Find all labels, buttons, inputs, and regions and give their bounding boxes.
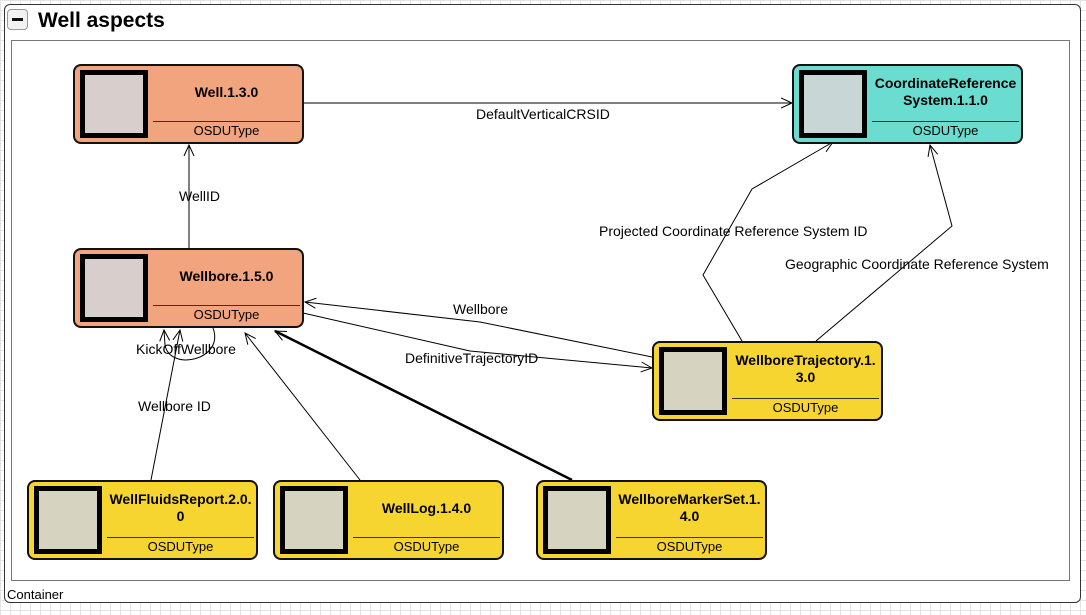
entity-image-icon bbox=[799, 70, 867, 138]
node-name: WellboreTrajectory.1.3.0 bbox=[735, 352, 876, 385]
node-wellbore[interactable]: Wellbore.1.5.0 OSDUType bbox=[73, 248, 304, 328]
edge-label-kickoff-wellbore: KickOffWellbore bbox=[136, 341, 236, 357]
node-name: WellFluidsReport.2.0.0 bbox=[109, 491, 252, 524]
divider bbox=[732, 398, 879, 399]
node-type: OSDUType bbox=[193, 307, 260, 322]
divider bbox=[107, 537, 254, 538]
divider bbox=[353, 537, 500, 538]
edge-label-default-vertical-crs: DefaultVerticalCRSID bbox=[476, 106, 610, 122]
divider bbox=[153, 305, 300, 306]
entity-image-icon bbox=[659, 347, 727, 415]
divider bbox=[153, 121, 300, 122]
node-wellbore-marker-set[interactable]: WellboreMarkerSet.1.4.0 OSDUType bbox=[536, 480, 767, 560]
minus-icon bbox=[12, 18, 23, 21]
edge-label-geographic-crs: Geographic Coordinate Reference System bbox=[785, 256, 1049, 272]
node-wellbore-trajectory[interactable]: WellboreTrajectory.1.3.0 OSDUType bbox=[652, 341, 883, 421]
node-type: OSDUType bbox=[772, 400, 839, 415]
edge-label-wellbore-id: Wellbore ID bbox=[138, 398, 211, 414]
node-well-fluids-report[interactable]: WellFluidsReport.2.0.0 OSDUType bbox=[27, 480, 258, 560]
entity-image-icon bbox=[280, 486, 348, 554]
edge-label-projected-crs: Projected Coordinate Reference System ID bbox=[599, 223, 868, 239]
container-label: Container bbox=[7, 587, 64, 602]
node-name: WellLog.1.4.0 bbox=[381, 499, 472, 516]
divider bbox=[616, 537, 763, 538]
node-coordinate-reference-system[interactable]: CoordinateReferenceSystem.1.1.0 OSDUType bbox=[792, 64, 1023, 144]
node-well-log[interactable]: WellLog.1.4.0 OSDUType bbox=[273, 480, 504, 560]
node-name: Wellbore.1.5.0 bbox=[179, 267, 274, 284]
group-title: Well aspects bbox=[38, 9, 165, 32]
edge-label-definitive-trajectory: DefinitiveTrajectoryID bbox=[405, 350, 539, 366]
node-type: OSDUType bbox=[912, 123, 979, 138]
node-type: OSDUType bbox=[193, 123, 260, 138]
node-name: CoordinateReferenceSystem.1.1.0 bbox=[874, 75, 1017, 108]
node-name: Well.1.3.0 bbox=[194, 83, 259, 100]
node-type: OSDUType bbox=[147, 539, 214, 554]
node-well[interactable]: Well.1.3.0 OSDUType bbox=[73, 64, 304, 144]
node-type: OSDUType bbox=[393, 539, 460, 554]
node-type: OSDUType bbox=[656, 539, 723, 554]
collapse-button[interactable] bbox=[7, 9, 28, 30]
divider bbox=[872, 121, 1019, 122]
node-name: WellboreMarkerSet.1.4.0 bbox=[618, 491, 761, 524]
edge-label-well-id: WellID bbox=[179, 188, 220, 204]
entity-image-icon bbox=[34, 486, 102, 554]
edge-label-wellbore: Wellbore bbox=[453, 301, 508, 317]
entity-image-icon bbox=[543, 486, 611, 554]
entity-image-icon bbox=[80, 70, 148, 138]
entity-image-icon bbox=[80, 254, 148, 322]
